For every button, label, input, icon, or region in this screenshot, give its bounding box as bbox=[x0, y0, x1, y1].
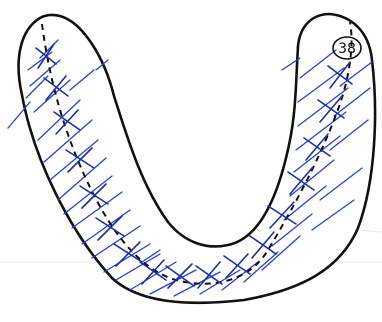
arch-outline bbox=[19, 14, 375, 303]
tooth-number-label: 38 bbox=[338, 41, 356, 57]
